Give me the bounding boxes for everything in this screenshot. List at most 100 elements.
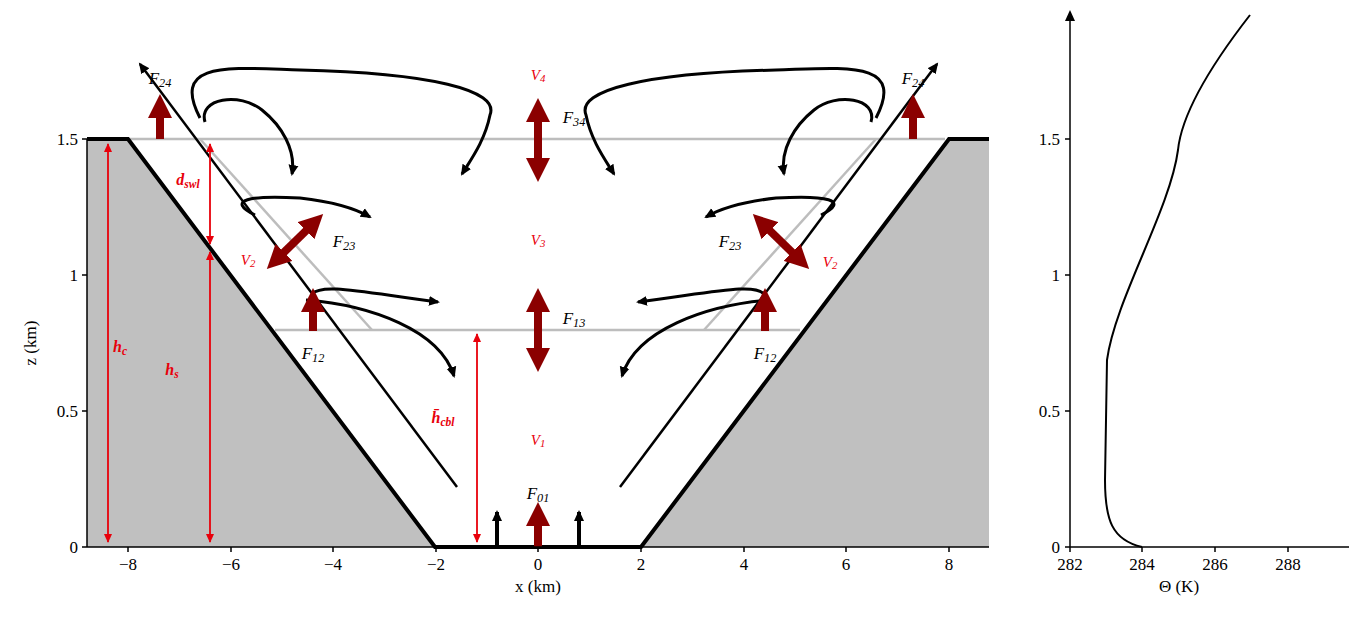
drawing-path xyxy=(192,68,491,174)
drawing-line xyxy=(948,547,950,552)
drawing-line xyxy=(537,547,539,552)
tick-label: 284 xyxy=(1129,556,1155,573)
drawing-line xyxy=(107,144,109,542)
variable-label: F13 xyxy=(563,310,586,327)
drawing-line xyxy=(82,274,87,276)
tick-label: 288 xyxy=(1275,556,1301,573)
variable-label: V1 xyxy=(531,433,546,448)
drawing-line xyxy=(760,221,802,262)
drawing-line xyxy=(309,298,317,331)
drawing-line xyxy=(1214,547,1216,552)
drawing-line xyxy=(640,547,642,552)
tick-label: 0 xyxy=(70,539,79,556)
tick-label: 282 xyxy=(1057,556,1083,573)
drawing-line xyxy=(1070,546,1349,548)
tick-label: −8 xyxy=(119,556,137,573)
variable-label: hs xyxy=(165,362,178,378)
drawing-line xyxy=(845,547,847,552)
variable-label: F34 xyxy=(563,109,586,126)
drawing-line xyxy=(274,221,316,262)
variable-label: F23 xyxy=(333,233,356,250)
tick-label: 0 xyxy=(534,556,543,573)
axis-label: z (km) xyxy=(22,321,39,366)
drawing-line xyxy=(534,512,542,547)
variable-label: F24 xyxy=(149,70,172,87)
drawing-path xyxy=(306,300,454,376)
drawing-line xyxy=(620,64,937,487)
drawing-line xyxy=(127,547,129,552)
drawing-line xyxy=(1287,547,1289,552)
tick-label: 0 xyxy=(1052,539,1061,556)
axis-label: Θ (K) xyxy=(1159,578,1199,595)
drawing-line xyxy=(230,547,232,552)
tick-label: 1 xyxy=(1052,267,1061,284)
variable-label: F23 xyxy=(719,233,742,250)
drawing-line xyxy=(156,104,164,139)
variable-label: hc xyxy=(113,339,127,355)
drawing-g xyxy=(82,139,989,552)
drawing-line xyxy=(1065,138,1070,140)
drawing-use xyxy=(585,68,884,376)
tick-label: 8 xyxy=(945,556,954,573)
drawing-line xyxy=(909,104,917,139)
tick-label: 0.5 xyxy=(1039,403,1060,420)
variable-label: V2 xyxy=(823,255,838,270)
variable-label: F12 xyxy=(302,345,325,362)
variable-label: dswl xyxy=(176,172,199,188)
drawing-g xyxy=(160,104,913,547)
drawing-line xyxy=(476,334,478,542)
drawing-line xyxy=(534,298,542,362)
drawing-line xyxy=(82,138,87,140)
tick-label: −6 xyxy=(222,556,240,573)
drawing-g xyxy=(1065,12,1349,552)
drawing-line xyxy=(534,108,542,172)
variable-label: V4 xyxy=(531,68,546,83)
drawing-line xyxy=(1069,547,1071,552)
drawing-polygon xyxy=(87,139,435,547)
tick-label: 4 xyxy=(740,556,749,573)
drawing-line xyxy=(495,512,499,547)
drawing-line xyxy=(1065,410,1070,412)
drawing-line xyxy=(761,298,769,331)
drawing-line xyxy=(86,139,88,547)
drawing-line xyxy=(1065,274,1070,276)
tick-label: 2 xyxy=(637,556,646,573)
axis-label: x (km) xyxy=(515,578,561,595)
drawing-path xyxy=(312,289,438,302)
tick-label: 286 xyxy=(1202,556,1228,573)
drawing-path xyxy=(204,100,292,174)
drawing-polygon xyxy=(641,139,989,547)
drawing-line xyxy=(209,144,211,244)
drawing-path xyxy=(242,197,370,217)
tick-label: 6 xyxy=(842,556,851,573)
tick-label: 1.5 xyxy=(1039,131,1060,148)
drawing-line xyxy=(435,547,437,552)
drawing-line xyxy=(209,252,211,542)
variable-label: h̄cbl xyxy=(432,410,455,426)
variable-label: V3 xyxy=(531,233,546,248)
drawing-line xyxy=(200,139,372,330)
variable-label: F01 xyxy=(527,485,550,502)
drawing-line xyxy=(577,512,581,547)
drawing-g xyxy=(192,68,491,376)
variable-label: V2 xyxy=(241,253,256,268)
tick-label: 1.5 xyxy=(57,131,78,148)
tick-label: −4 xyxy=(324,556,342,573)
variable-label: F12 xyxy=(754,345,777,362)
tick-label: −2 xyxy=(427,556,445,573)
drawing-g xyxy=(108,144,477,542)
drawing-line xyxy=(704,139,876,330)
drawing-line xyxy=(1069,12,1071,547)
drawing-line xyxy=(332,547,334,552)
drawing-line xyxy=(140,64,457,487)
tick-label: 0.5 xyxy=(57,403,78,420)
drawing-line xyxy=(82,410,87,412)
drawing-line xyxy=(82,546,87,548)
drawing-polyline xyxy=(87,139,989,547)
drawing-path xyxy=(1105,15,1250,547)
variable-label: F24 xyxy=(902,70,925,87)
drawing-line xyxy=(743,547,745,552)
